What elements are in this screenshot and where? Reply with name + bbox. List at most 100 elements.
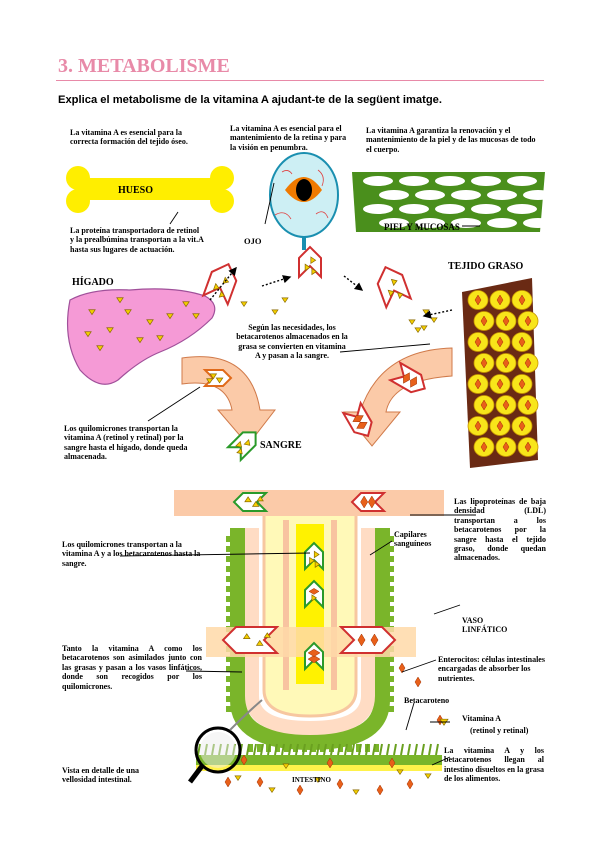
vitamin-a-mark [424, 773, 432, 780]
vitamin-a-mark [256, 495, 264, 502]
betacarotene-mark [480, 441, 488, 453]
betacarotene-mark [336, 778, 344, 790]
microvillus [344, 743, 348, 756]
chevron-outline [221, 626, 280, 654]
enterocyte [226, 676, 238, 682]
chevron-outline [298, 245, 322, 280]
microvillus [386, 743, 390, 756]
microvillus [400, 743, 404, 756]
vitamin-a-mark [255, 639, 264, 646]
betacarotene-mark [496, 420, 504, 432]
skin-mucosa-icon [352, 172, 545, 232]
enterocyte [382, 706, 394, 712]
bone-note: La vitamina A es esencial para la correc… [70, 128, 188, 147]
assimilation-note: Tanto la vitamina A como los betacaroten… [62, 644, 202, 691]
microvillus [414, 743, 418, 756]
microvillus [393, 743, 397, 756]
skin-cell [451, 218, 481, 228]
betacarotene-mark [474, 336, 482, 348]
chevron-shape [304, 579, 324, 610]
enterocyte [226, 686, 238, 692]
microvillus [288, 743, 292, 756]
betacarotene-mark [296, 784, 304, 796]
chevron-shape [298, 245, 322, 280]
eye-icon [269, 152, 339, 250]
betacarotene-mark [524, 357, 532, 369]
capillaries-label: Capilares sanguíneos [394, 530, 432, 549]
fat-cells [467, 290, 539, 457]
chevron-outline [201, 262, 238, 307]
eye-label: OJO [244, 236, 262, 246]
microvillus [372, 743, 376, 756]
microvillus [295, 743, 299, 756]
skin-label: PIEL Y MUCOSAS [384, 222, 460, 232]
heading-rule [56, 80, 544, 81]
chylomicron-blood-note: Los quilomicrones transportan a la vitam… [62, 540, 201, 568]
vitamin-a-mark [408, 319, 416, 326]
liver-icon [66, 288, 216, 385]
betacarotene-mark [524, 315, 532, 327]
betacarotene-mark [307, 648, 321, 657]
betacarotene-mark [480, 315, 488, 327]
chevron-shape [201, 262, 238, 307]
liver-vitamin-marks [84, 297, 200, 352]
chevron-shape [350, 492, 387, 512]
betacarotene-mark [518, 420, 526, 432]
vitamin-a-mark [136, 337, 144, 344]
skin-cell [435, 176, 465, 186]
skin-cell [487, 218, 517, 228]
betacarotene-mark [518, 378, 526, 390]
microvillus [428, 743, 432, 756]
vitamin-a-label: Vitamina A [462, 714, 502, 723]
chevron-shape [221, 626, 280, 654]
betacarotene-mark [307, 655, 321, 664]
enterocyte [284, 744, 289, 752]
skin-cell [415, 218, 445, 228]
enterocyte [347, 744, 352, 752]
page-heading: 3. METABOLISME [58, 55, 230, 77]
betacarotene-mark [352, 415, 364, 423]
betacarotene-mark [240, 754, 248, 766]
chylomicron-liver-note: Los quilomicrones transportan la vitamin… [64, 424, 188, 462]
betacarotene-mark [496, 336, 504, 348]
betacarotene-mark [474, 378, 482, 390]
enterocyte [382, 546, 394, 552]
vitamin-a-mark [242, 633, 251, 639]
vitamin-a-mark [234, 775, 242, 782]
chevron-shape [304, 541, 324, 572]
transport-protein-note: La proteína transportadora de retinol y … [70, 226, 204, 254]
enterocyte [293, 744, 298, 752]
enterocyte [226, 556, 238, 562]
betacarotene-mark [388, 757, 396, 769]
vitamin-a-mark [310, 256, 317, 265]
enterocyte [226, 696, 238, 702]
vitamin-a-mark [390, 278, 398, 287]
vitamin-a-mark [263, 632, 271, 638]
vitamin-a-mark [311, 594, 318, 602]
betacarotene-mark [326, 757, 334, 769]
vitamin-a-mark [212, 282, 220, 291]
betacarotene-mark [224, 776, 232, 788]
skin-cell [471, 204, 501, 214]
microvillus [267, 743, 271, 756]
enterocyte [226, 536, 238, 542]
betacarotene-mark [496, 378, 504, 390]
lymph-vessel-label: VASO LINFÁTICO [462, 616, 508, 635]
enterocyte [382, 616, 394, 622]
enterocyte [226, 576, 238, 582]
fat-tissue-label: TEJIDO GRASO [448, 261, 524, 272]
enterocyte [226, 656, 238, 662]
vitamin-a-mark [244, 496, 252, 503]
villus-detail-note: Vista en detalle de una vellosidad intes… [62, 766, 140, 785]
intestine-arrival-note: La vitamina A y los betacarotenos llegan… [444, 746, 545, 784]
microvillus [421, 743, 425, 756]
enterocyte [382, 606, 394, 612]
vitamin-a-mark [271, 309, 279, 316]
vitamin-a-mark [236, 447, 243, 455]
skin-cell [507, 176, 537, 186]
vitamin-a-mark [268, 787, 276, 794]
vitamin-a-mark [251, 500, 260, 507]
skin-cell [523, 218, 553, 228]
vitamin-a-mark [430, 317, 438, 324]
